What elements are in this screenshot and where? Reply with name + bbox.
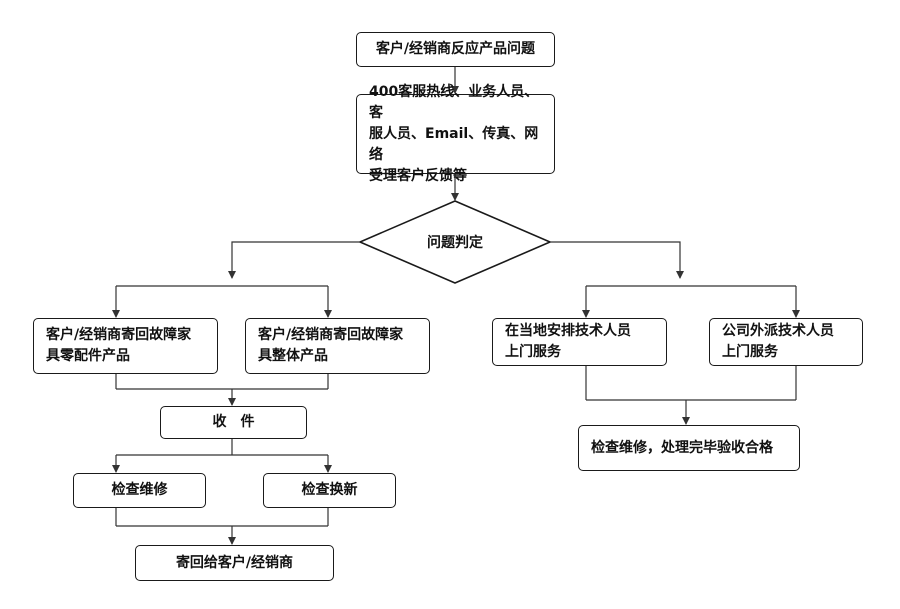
node-parts-return: 客户/经销商寄回故障家 具零配件产品 [33,318,218,374]
node-whole-return-label: 客户/经销商寄回故障家 具整体产品 [258,327,404,364]
connector-decision-left [228,241,360,279]
node-whole-return: 客户/经销商寄回故障家 具整体产品 [245,318,430,374]
node-replace: 检查换新 [263,473,396,508]
node-final-label: 检查维修，处理完毕验收合格 [591,439,773,456]
node-repair: 检查维修 [73,473,206,508]
connector-decision-right [550,241,684,279]
node-replace-label: 检查换新 [301,482,358,498]
node-ship-back-label: 寄回给客户/经销商 [175,554,294,571]
node-local-tech-label: 在当地安排技术人员 上门服务 [505,323,631,360]
node-company-tech-label: 公司外派技术人员 上门服务 [722,323,834,360]
node-intake-label: 400客服热线、业务人员、客 服人员、Email、传真、网络 受理客户反馈等 [369,83,539,184]
node-receive-label: 收 件 [212,414,255,430]
node-repair-label: 检查维修 [111,482,168,498]
node-ship-back: 寄回给客户/经销商 [135,545,334,581]
node-start: 客户/经销商反应产品问题 [356,32,555,67]
node-start-label: 客户/经销商反应产品问题 [375,41,536,57]
node-local-tech: 在当地安排技术人员 上门服务 [492,318,667,366]
node-final: 检查维修，处理完毕验收合格 [578,425,800,471]
node-intake: 400客服热线、业务人员、客 服人员、Email、传真、网络 受理客户反馈等 [356,84,555,184]
decision-label: 问题判定 [427,235,483,251]
decision-diamond [357,200,553,284]
node-receive: 收 件 [160,406,307,439]
node-company-tech: 公司外派技术人员 上门服务 [709,318,863,366]
node-parts-return-label: 客户/经销商寄回故障家 具零配件产品 [46,327,192,364]
